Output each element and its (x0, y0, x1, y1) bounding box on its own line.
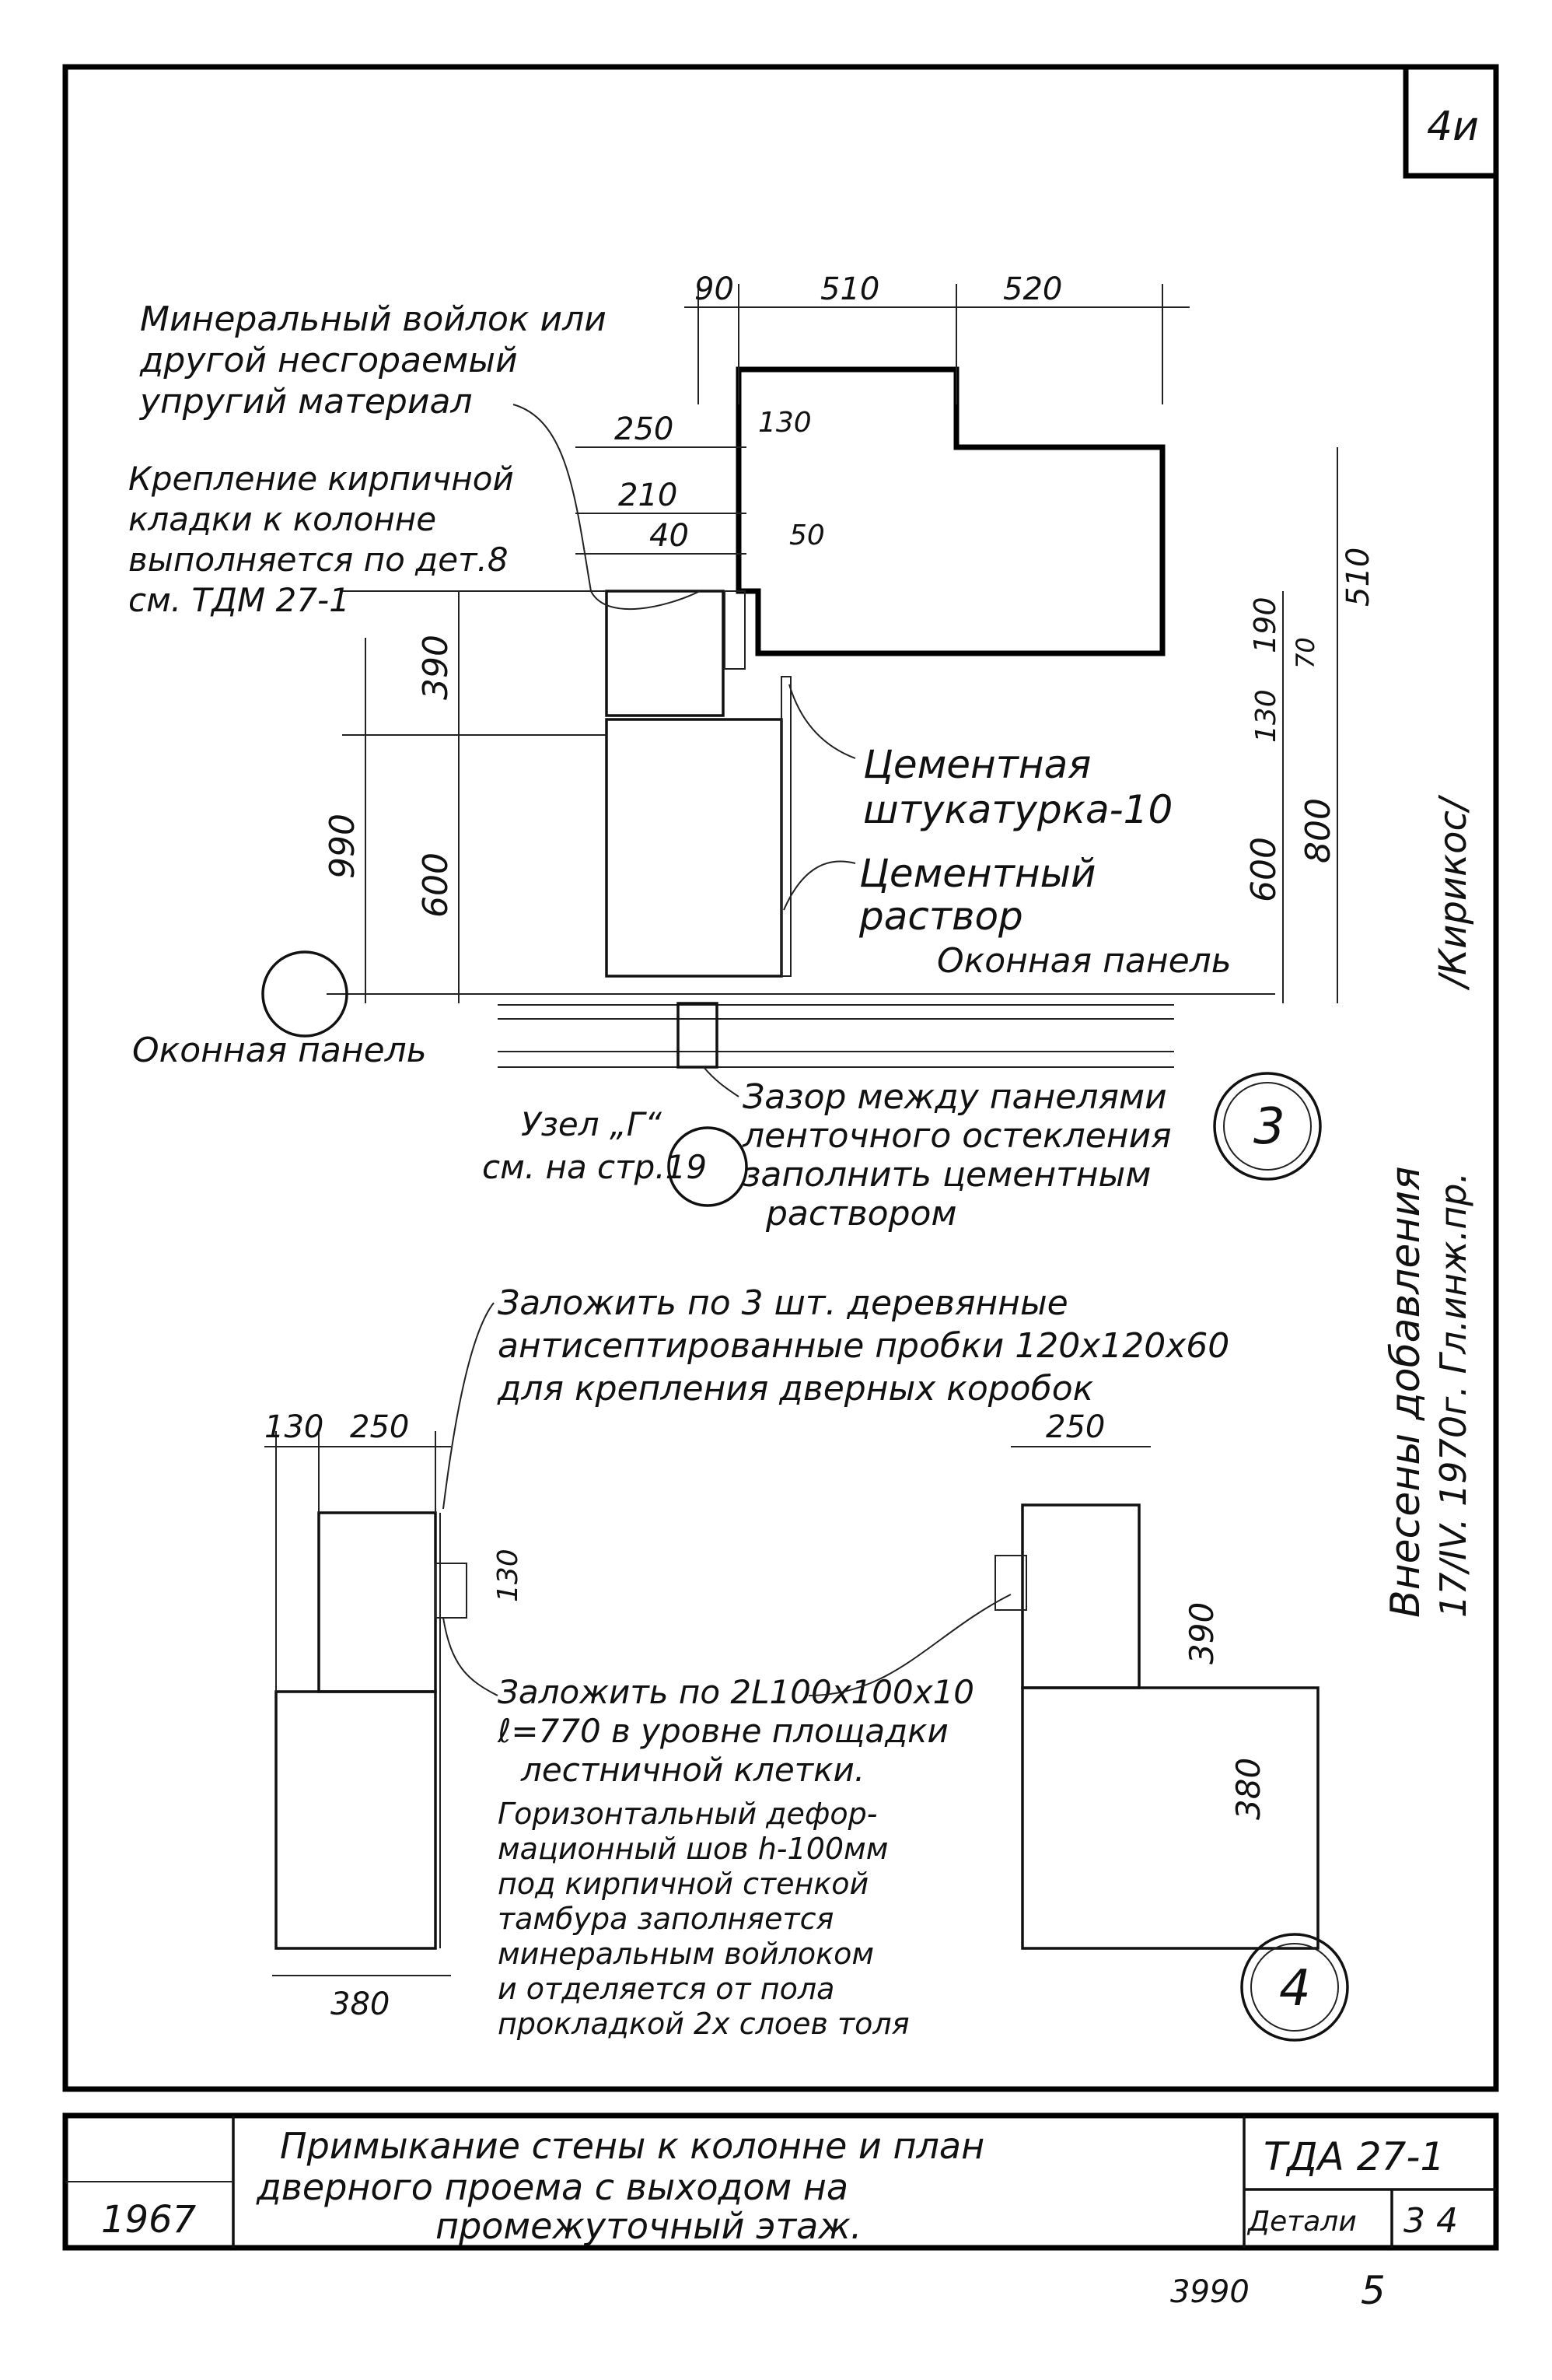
left-wall-thin (317, 1511, 437, 1693)
side-note-signature: /Кирикос/ (1431, 794, 1475, 991)
detail-4-circle-inner (1250, 1943, 1339, 2032)
door-block-left (435, 1563, 467, 1619)
note-plugs: Заложить по 3 шт. деревянные антисептиро… (497, 1283, 1240, 1409)
page-number-box (1403, 64, 1499, 179)
concrete-panel (605, 718, 783, 978)
note-anchor: Крепление кирпичной кладки к колонне вып… (128, 460, 524, 619)
drawing-code: ТДА 27-1 (1264, 2134, 1445, 2179)
node-marker (667, 1126, 748, 1207)
leader-plugs (442, 1302, 495, 1510)
title-line-1: Примыкание стены к колонне и план (280, 2125, 984, 2167)
detail-3-circle (1213, 1072, 1322, 1181)
detail-4-label: 4 (1279, 1960, 1311, 2018)
leader-plaster (788, 684, 856, 759)
detail-3: 3 90 510 520 250 210 40 130 50 390 990 6… (128, 271, 1376, 1234)
dim-510-right: 510 (1341, 548, 1376, 607)
dim-top-510: 510 (820, 271, 879, 307)
door-block-right (994, 1555, 1027, 1611)
page-number: 4и (1427, 103, 1479, 150)
title-line-3: промежуточный этаж. (435, 2205, 862, 2247)
dim-250: 250 (614, 411, 673, 447)
anchor-pocket (724, 590, 746, 670)
note-node-ref: Узел „Г“ см. на стр.19 (482, 1105, 707, 1186)
note-plaster: Цементная штукатурка-10 (863, 742, 1173, 832)
leader-gap (703, 1066, 739, 1097)
left-wall-lower (274, 1690, 437, 1950)
note-angle: Заложить по 2L100х100х10 ℓ=770 в уровне … (497, 1673, 984, 1789)
title-line-2: дверного проема с выходом на (256, 2166, 848, 2208)
dim-50: 50 (789, 520, 825, 551)
dim-4-380-left: 380 (330, 1986, 390, 2022)
detail-4: Заложить по 3 шт. деревянные антисептиро… (264, 1283, 1349, 2042)
note-joint: Горизонтальный дефор- мационный шов h-10… (498, 1797, 910, 2041)
dim-top-520: 520 (1003, 271, 1062, 307)
plaster-layer (781, 676, 792, 977)
detail-3-label: 3 (1253, 1098, 1285, 1156)
dim-40: 40 (649, 518, 689, 554)
right-wall-lower (1021, 1686, 1320, 1950)
dim-800: 800 (1299, 798, 1338, 863)
dim-990: 990 (323, 814, 362, 879)
dim-130: 130 (758, 407, 812, 439)
dim-4-130-v: 130 (492, 1549, 524, 1602)
dim-top-90: 90 (694, 271, 734, 307)
panel-joint (676, 1002, 718, 1069)
dim-190: 190 (1248, 597, 1282, 653)
label-window-panel-left: Оконная панель (132, 1031, 427, 1070)
label-window-panel-right: Оконная панель (937, 941, 1232, 981)
footer-left-number: 3990 (1170, 2274, 1250, 2310)
leader-felt (512, 404, 701, 611)
note-felt: Минеральный войлок или другой несгораемы… (138, 299, 617, 422)
detail-4-circle (1240, 1933, 1349, 2042)
year: 1967 (101, 2198, 197, 2242)
note-gap: Зазор между панелями ленточного остеклен… (742, 1077, 1183, 1234)
dim-130-right: 130 (1250, 689, 1282, 743)
note-mortar: Цементный раствор (858, 851, 1108, 939)
detail-3-circle-inner (1223, 1082, 1312, 1171)
footer-right-number: 5 (1361, 2268, 1386, 2313)
right-wall-upper (1021, 1503, 1141, 1689)
dim-600-left: 600 (416, 852, 456, 918)
leader-angle (442, 1594, 1012, 1696)
dim-4-130: 130 (264, 1409, 323, 1445)
dim-4-390: 390 (1183, 1602, 1221, 1664)
details-value: 3 4 (1403, 2201, 1458, 2241)
dim-4-250-right: 250 (1046, 1409, 1105, 1445)
dim-210: 210 (618, 478, 677, 513)
brick-masonry (605, 590, 725, 717)
dim-4-250: 250 (350, 1409, 409, 1445)
dim-390: 390 (416, 635, 456, 700)
axis-marker (261, 950, 348, 1038)
side-note-line-2: 17/IV. 1970г. Гл.инж.пр. (1432, 1172, 1474, 1618)
dim-4-380-right: 380 (1229, 1758, 1267, 1820)
details-label: Детали (1246, 2206, 1357, 2238)
dim-600-right: 600 (1244, 837, 1284, 902)
title-block: Примыкание стены к колонне и план дверно… (62, 2112, 1499, 2251)
leader-mortar (783, 860, 856, 911)
side-note-line-1: Внесены добавления (1382, 1167, 1429, 1618)
sheet-border (62, 64, 1499, 2092)
dim-70: 70 (1291, 637, 1320, 669)
